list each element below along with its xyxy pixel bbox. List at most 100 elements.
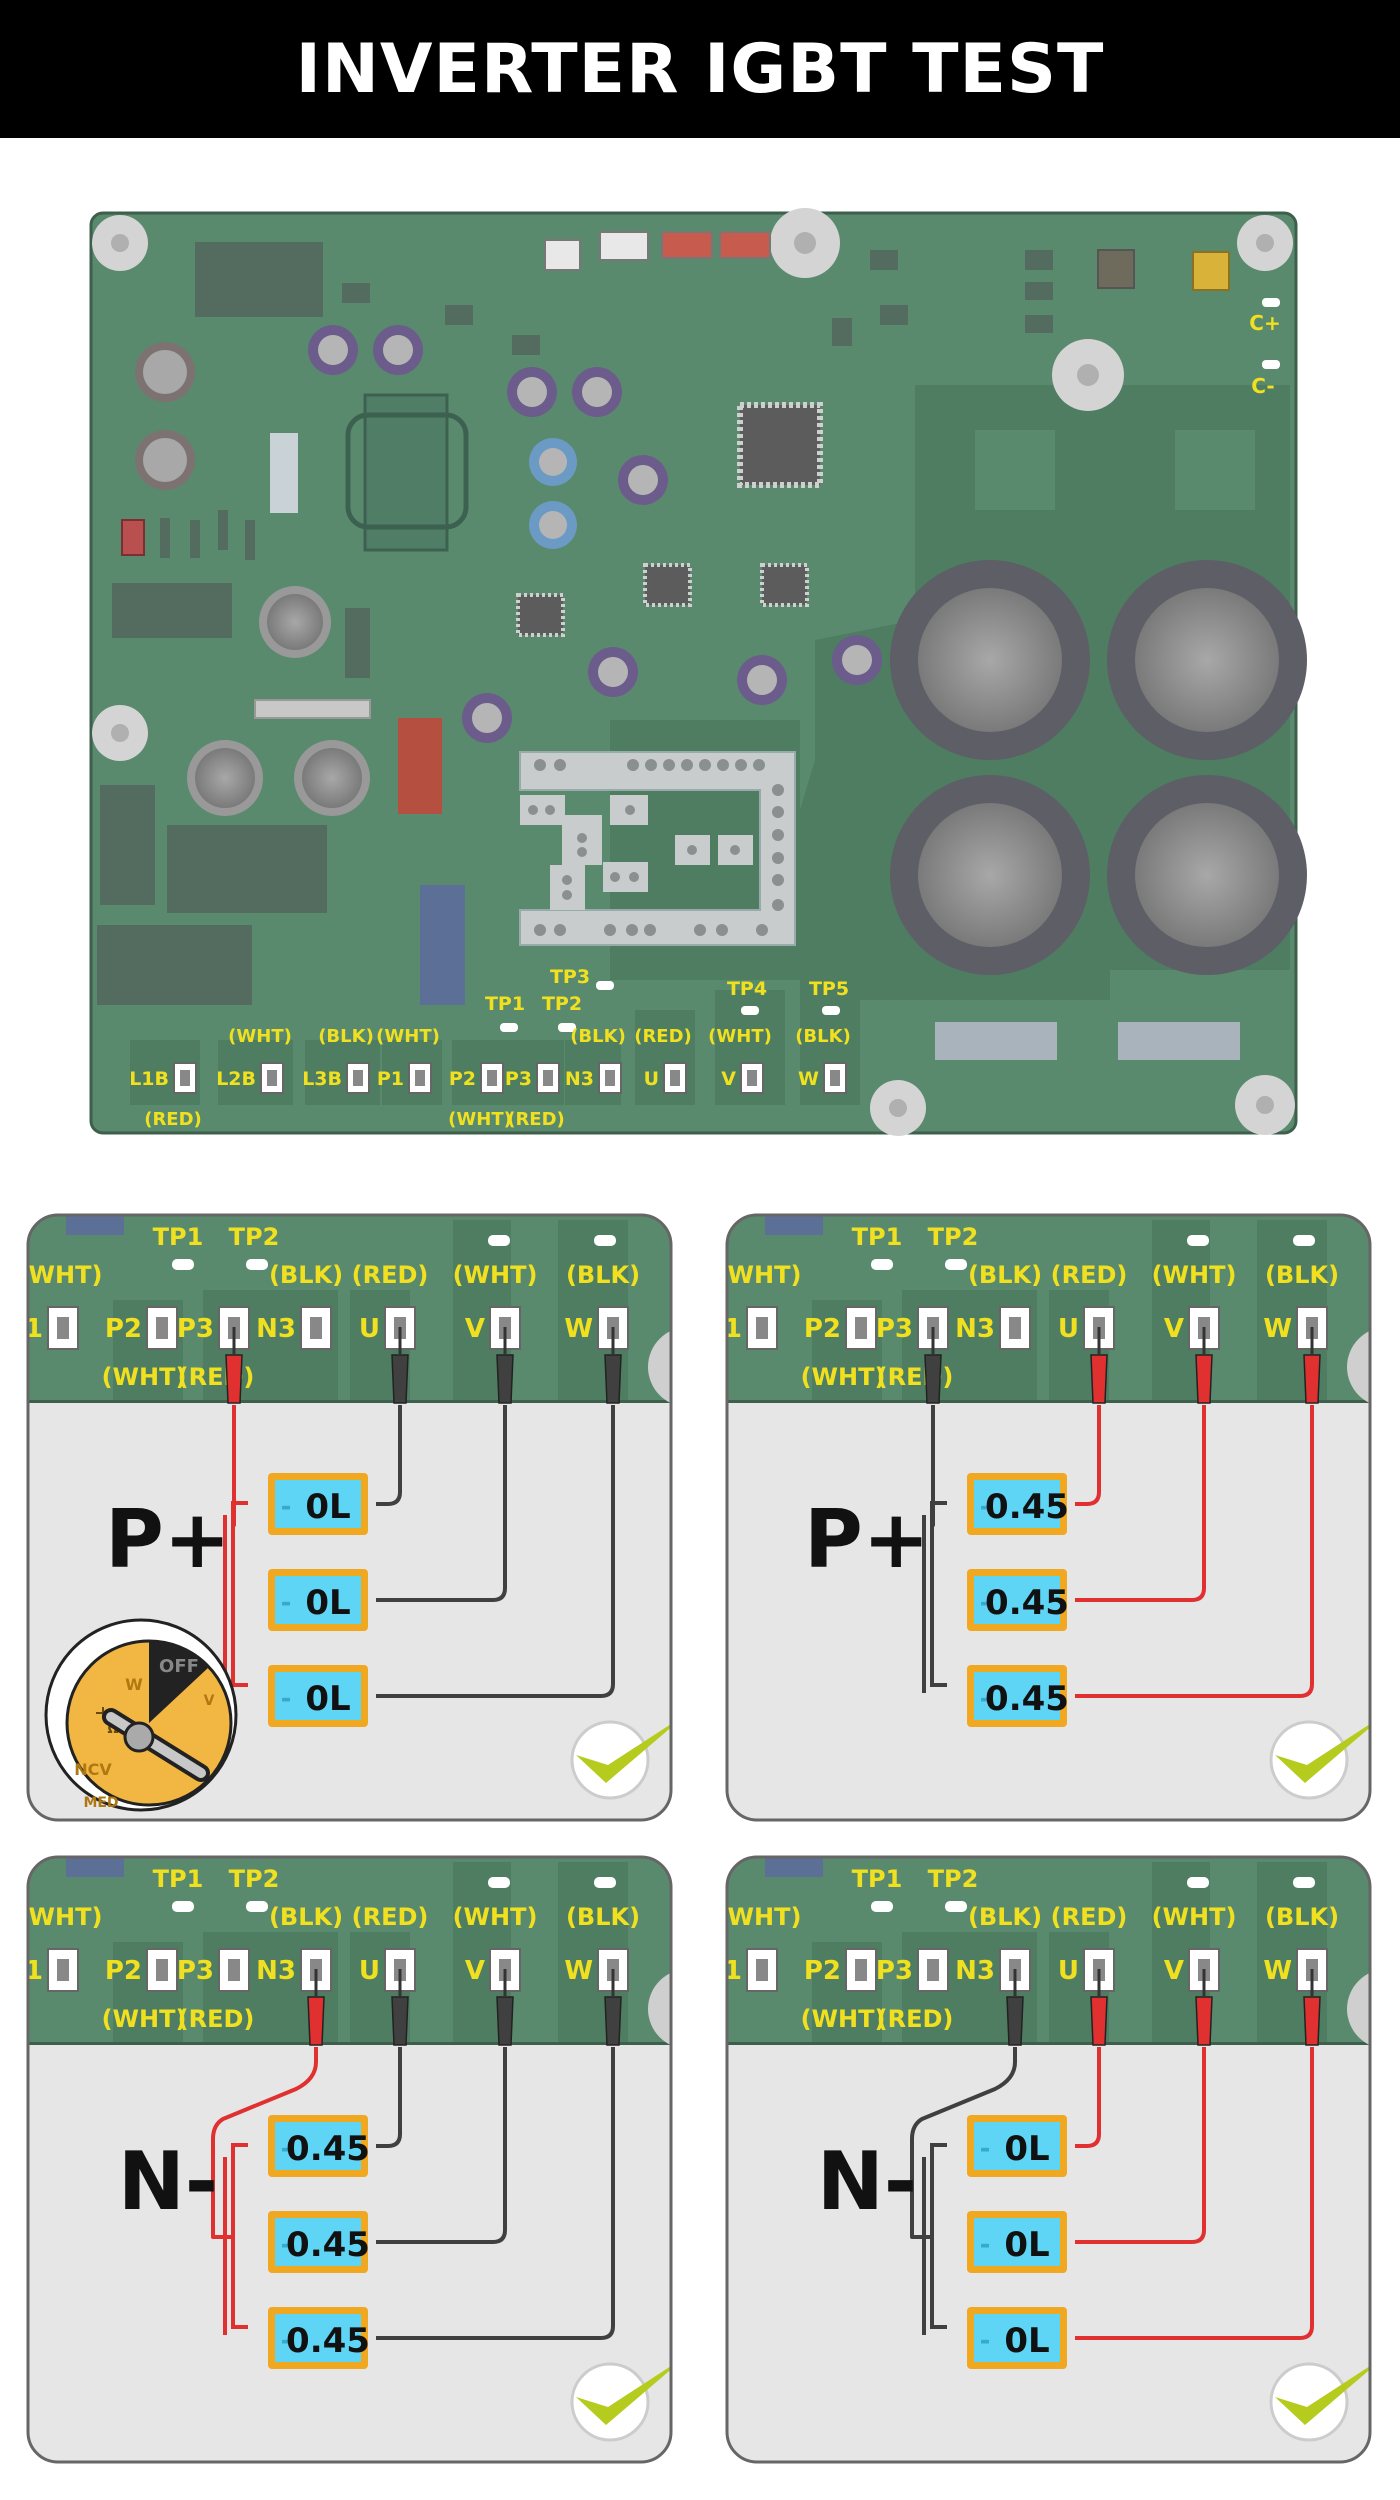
title-bar: INVERTER IGBT TEST: [0, 0, 1400, 138]
zoom-terminal-color: (WHT): [102, 2005, 187, 2033]
phase-lead: [376, 2047, 615, 2340]
zoom-terminal-color: (RED): [352, 1903, 429, 1931]
zoom-terminal-name: U: [1058, 1956, 1079, 1986]
rail-lead: [910, 2047, 1017, 2239]
panel-n-minus-forward: TP1 TP2 (WHT) P1 P2 (WHT)P3(RED)N3 (BLK) U (RED)…: [6, 1855, 673, 2464]
meter-value: 0.45: [985, 1583, 1069, 1623]
zoom-terminal-name: V: [465, 1314, 485, 1344]
probe-tip: [1006, 1969, 1024, 2046]
zoom-terminal-name: P2: [105, 1956, 142, 1986]
probe-tip: [1195, 1969, 1213, 2046]
panel-frame: [26, 1213, 673, 1822]
dial-w: W: [125, 1675, 143, 1694]
board-terminal: U(RED): [634, 1026, 692, 1094]
left-terminal-name: P1: [6, 1956, 43, 1986]
meter-value: 0L: [305, 1679, 350, 1719]
zoom-terminal-name: N3: [256, 1956, 296, 1986]
meter-reading: -0.45: [268, 2307, 370, 2369]
probe-tip: [391, 1969, 409, 2046]
pass-check-icon: [1269, 1713, 1370, 1800]
inverter-board: C+ C- TP1 TP2 TP3 TP4 TP5: [89, 208, 1307, 1136]
probe-tip: [1303, 1969, 1321, 2046]
tp3-label: TP3: [550, 966, 590, 988]
zoom-terminal: N3(BLK): [256, 1261, 343, 1350]
board-terminal: N3 (BLK): [565, 1026, 626, 1094]
terminal-color-label: (RED): [507, 1109, 565, 1130]
meter-value: 0.45: [985, 1679, 1069, 1719]
zoom-terminal: P3(RED): [876, 1948, 954, 2033]
tp2-label: TP2: [229, 1865, 280, 1893]
probe-tip: [1090, 1327, 1108, 1404]
zoom-terminal: P3(RED): [177, 1948, 255, 2033]
terminal-name: L2B: [216, 1068, 256, 1090]
zoom-terminal-color: (BLK): [566, 1261, 640, 1289]
svg-text:-: -: [281, 2326, 292, 2356]
meter-reading: -0.45: [967, 1665, 1069, 1727]
probe-tip: [604, 1327, 622, 1404]
svg-text:-: -: [281, 2134, 292, 2164]
zoom-terminal-color: (BLK): [1265, 1261, 1339, 1289]
phase-lead: [1075, 1405, 1314, 1698]
heat-pad: [1175, 430, 1255, 510]
board-terminal: P3(RED): [505, 1062, 565, 1130]
zoom-terminal-color: (WHT): [1152, 1903, 1237, 1931]
rail-label: N-: [817, 2135, 917, 2228]
probe-tip: [225, 1327, 243, 1404]
meter-value: 0L: [1004, 2129, 1049, 2169]
terminal-color-label: (RED): [634, 1026, 692, 1047]
heat-pad: [975, 430, 1055, 510]
board-terminal: L2B(WHT): [216, 1026, 292, 1094]
rail-lead: [211, 2047, 318, 2239]
zoom-terminal-color: (RED): [877, 2005, 954, 2033]
meter-reading: -0.45: [268, 2211, 370, 2273]
zoom-terminal-name: P2: [105, 1314, 142, 1344]
svg-text:-: -: [281, 2230, 292, 2260]
test-leads: [211, 2047, 615, 2340]
zoom-terminal-color: (BLK): [968, 1903, 1042, 1931]
bus-capacitors: [890, 560, 1307, 975]
phase-lead: [1075, 1405, 1206, 1602]
tp1-label: TP1: [153, 1865, 204, 1893]
zoom-terminal-color: (RED): [178, 2005, 255, 2033]
zoom-terminal-name: W: [564, 1956, 593, 1986]
zoom-terminal-color: (BLK): [269, 1903, 343, 1931]
probe-tip: [1090, 1969, 1108, 2046]
pass-check-icon: [570, 1713, 671, 1800]
rail-bus: [231, 1501, 248, 1687]
c-minus-label: C-: [1251, 374, 1274, 398]
probe-tip: [496, 1969, 514, 2046]
left-terminal-name: P1: [6, 1314, 43, 1344]
phase-lead: [376, 1405, 615, 1698]
svg-text:-: -: [980, 1492, 991, 1522]
svg-text:-: -: [281, 1684, 292, 1714]
tp1-label: TP1: [852, 1865, 903, 1893]
terminal-name: N3: [565, 1068, 594, 1090]
meter-value: 0L: [1004, 2321, 1049, 2361]
zoom-terminal: P2(WHT): [102, 1306, 186, 1391]
left-terminal-color: (WHT): [717, 1903, 802, 1931]
dial-med: MED: [83, 1795, 118, 1811]
terminal-name: W: [798, 1068, 819, 1090]
meter-value: 0L: [305, 1487, 350, 1527]
meter-reading: -0L: [268, 1665, 368, 1727]
zoom-terminal-color: (WHT): [1152, 1261, 1237, 1289]
zoom-terminal-name: N3: [955, 1314, 995, 1344]
zoom-terminal-color: (BLK): [1265, 1903, 1339, 1931]
zoom-terminal-name: V: [465, 1956, 485, 1986]
meter-reading: -0L: [967, 2115, 1067, 2177]
test-leads: [922, 1405, 1314, 1698]
zoom-terminal: N3(BLK): [955, 1261, 1042, 1350]
zoom-terminal-color: (BLK): [269, 1261, 343, 1289]
zoom-terminal: P2 (WHT): [102, 1948, 187, 2033]
board-terminal: P1(WHT): [376, 1026, 440, 1094]
rail-label: P+: [105, 1493, 231, 1586]
terminal-color-label: (BLK): [570, 1026, 626, 1047]
zoom-terminal-color: (WHT): [801, 2005, 886, 2033]
zoom-terminal-name: U: [359, 1956, 380, 1986]
left-terminal-color: (WHT): [717, 1261, 802, 1289]
meter-reading: -0.45: [268, 2115, 370, 2177]
